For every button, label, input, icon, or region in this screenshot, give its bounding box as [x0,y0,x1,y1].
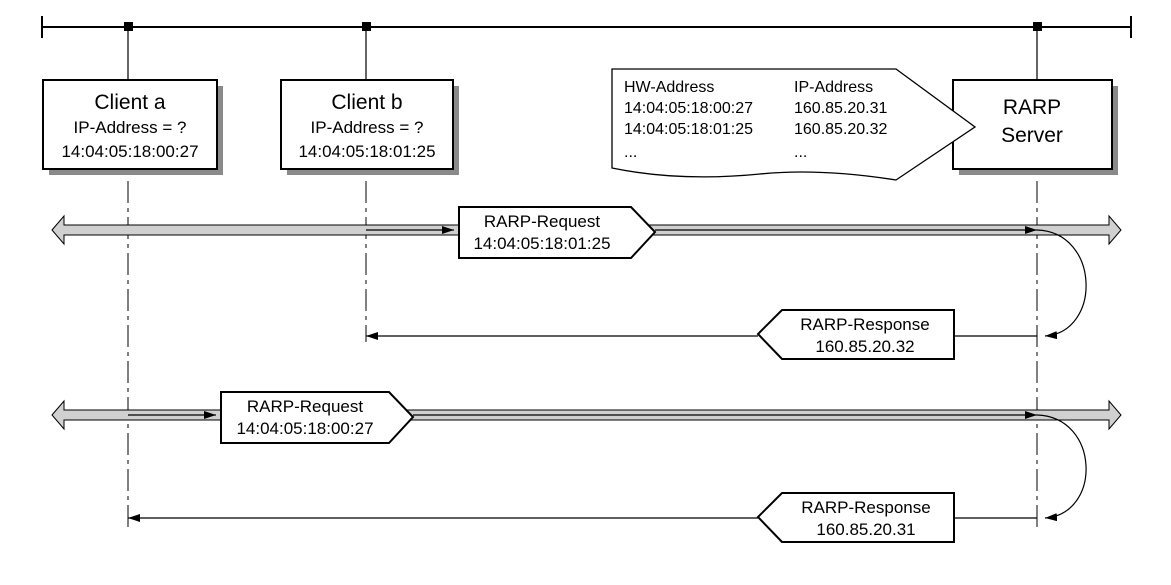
response-1-ip: 160.85.20.32 [815,337,914,356]
table-cell-hw-3: ... [624,144,637,161]
table-cell-ip-3: ... [794,144,807,161]
request-1-label: RARP-Request [484,212,600,231]
client-b-title: Client b [331,91,402,114]
request-2-label: RARP-Request [247,397,363,416]
server-label-line1: RARP [1003,96,1061,119]
table-cell-hw-2: 14:04:05:18:01:25 [624,121,753,138]
table-cell-ip-1: 160.85.20.31 [794,100,888,117]
rarp-server-node: RARP Server [952,79,1118,175]
request-1-hw: 14:04:05:18:01:25 [473,234,610,253]
client-b-hw-address: 14:04:05:18:01:25 [298,142,435,161]
table-cell-hw-1: 14:04:05:18:00:27 [624,100,753,117]
server-processing-curve-1 [1036,229,1087,340]
rarp-response-1: RARP-Response 160.85.20.32 [366,309,1037,360]
client-a-title: Client a [94,91,166,114]
rarp-request-2: RARP-Request 14:04:05:18:00:27 [220,391,415,444]
table-header-ip: IP-Address [794,79,873,96]
table-header-hw: HW-Address [624,79,714,96]
client-b-ip-line: IP-Address = ? [311,118,424,137]
broadcast-bus-2 [51,399,1122,431]
client-a-ip-line: IP-Address = ? [74,118,187,137]
response-2-ip: 160.85.20.31 [816,520,915,539]
server-processing-curve-2 [1036,414,1087,522]
response-1-label: RARP-Response [800,315,929,334]
rarp-response-2: RARP-Response 160.85.20.31 [128,492,1037,543]
tap-client-a [124,22,133,31]
rarp-request-1: RARP-Request 14:04:05:18:01:25 [458,206,657,259]
tap-client-b [362,22,371,31]
lifelines [127,181,1038,530]
network-segment [41,16,1132,79]
address-mapping-table: HW-Address IP-Address 14:04:05:18:00:27 … [611,68,977,181]
client-a-hw-address: 14:04:05:18:00:27 [61,142,198,161]
tap-rarp-server [1033,22,1042,31]
server-label-line2: Server [1001,124,1063,147]
table-cell-ip-2: 160.85.20.32 [794,121,888,138]
client-a-node: Client a IP-Address = ? 14:04:05:18:00:2… [42,79,223,175]
response-2-label: RARP-Response [801,498,930,517]
request-2-hw: 14:04:05:18:00:27 [236,419,373,438]
client-b-node: Client b IP-Address = ? 14:04:05:18:01:2… [280,79,459,175]
